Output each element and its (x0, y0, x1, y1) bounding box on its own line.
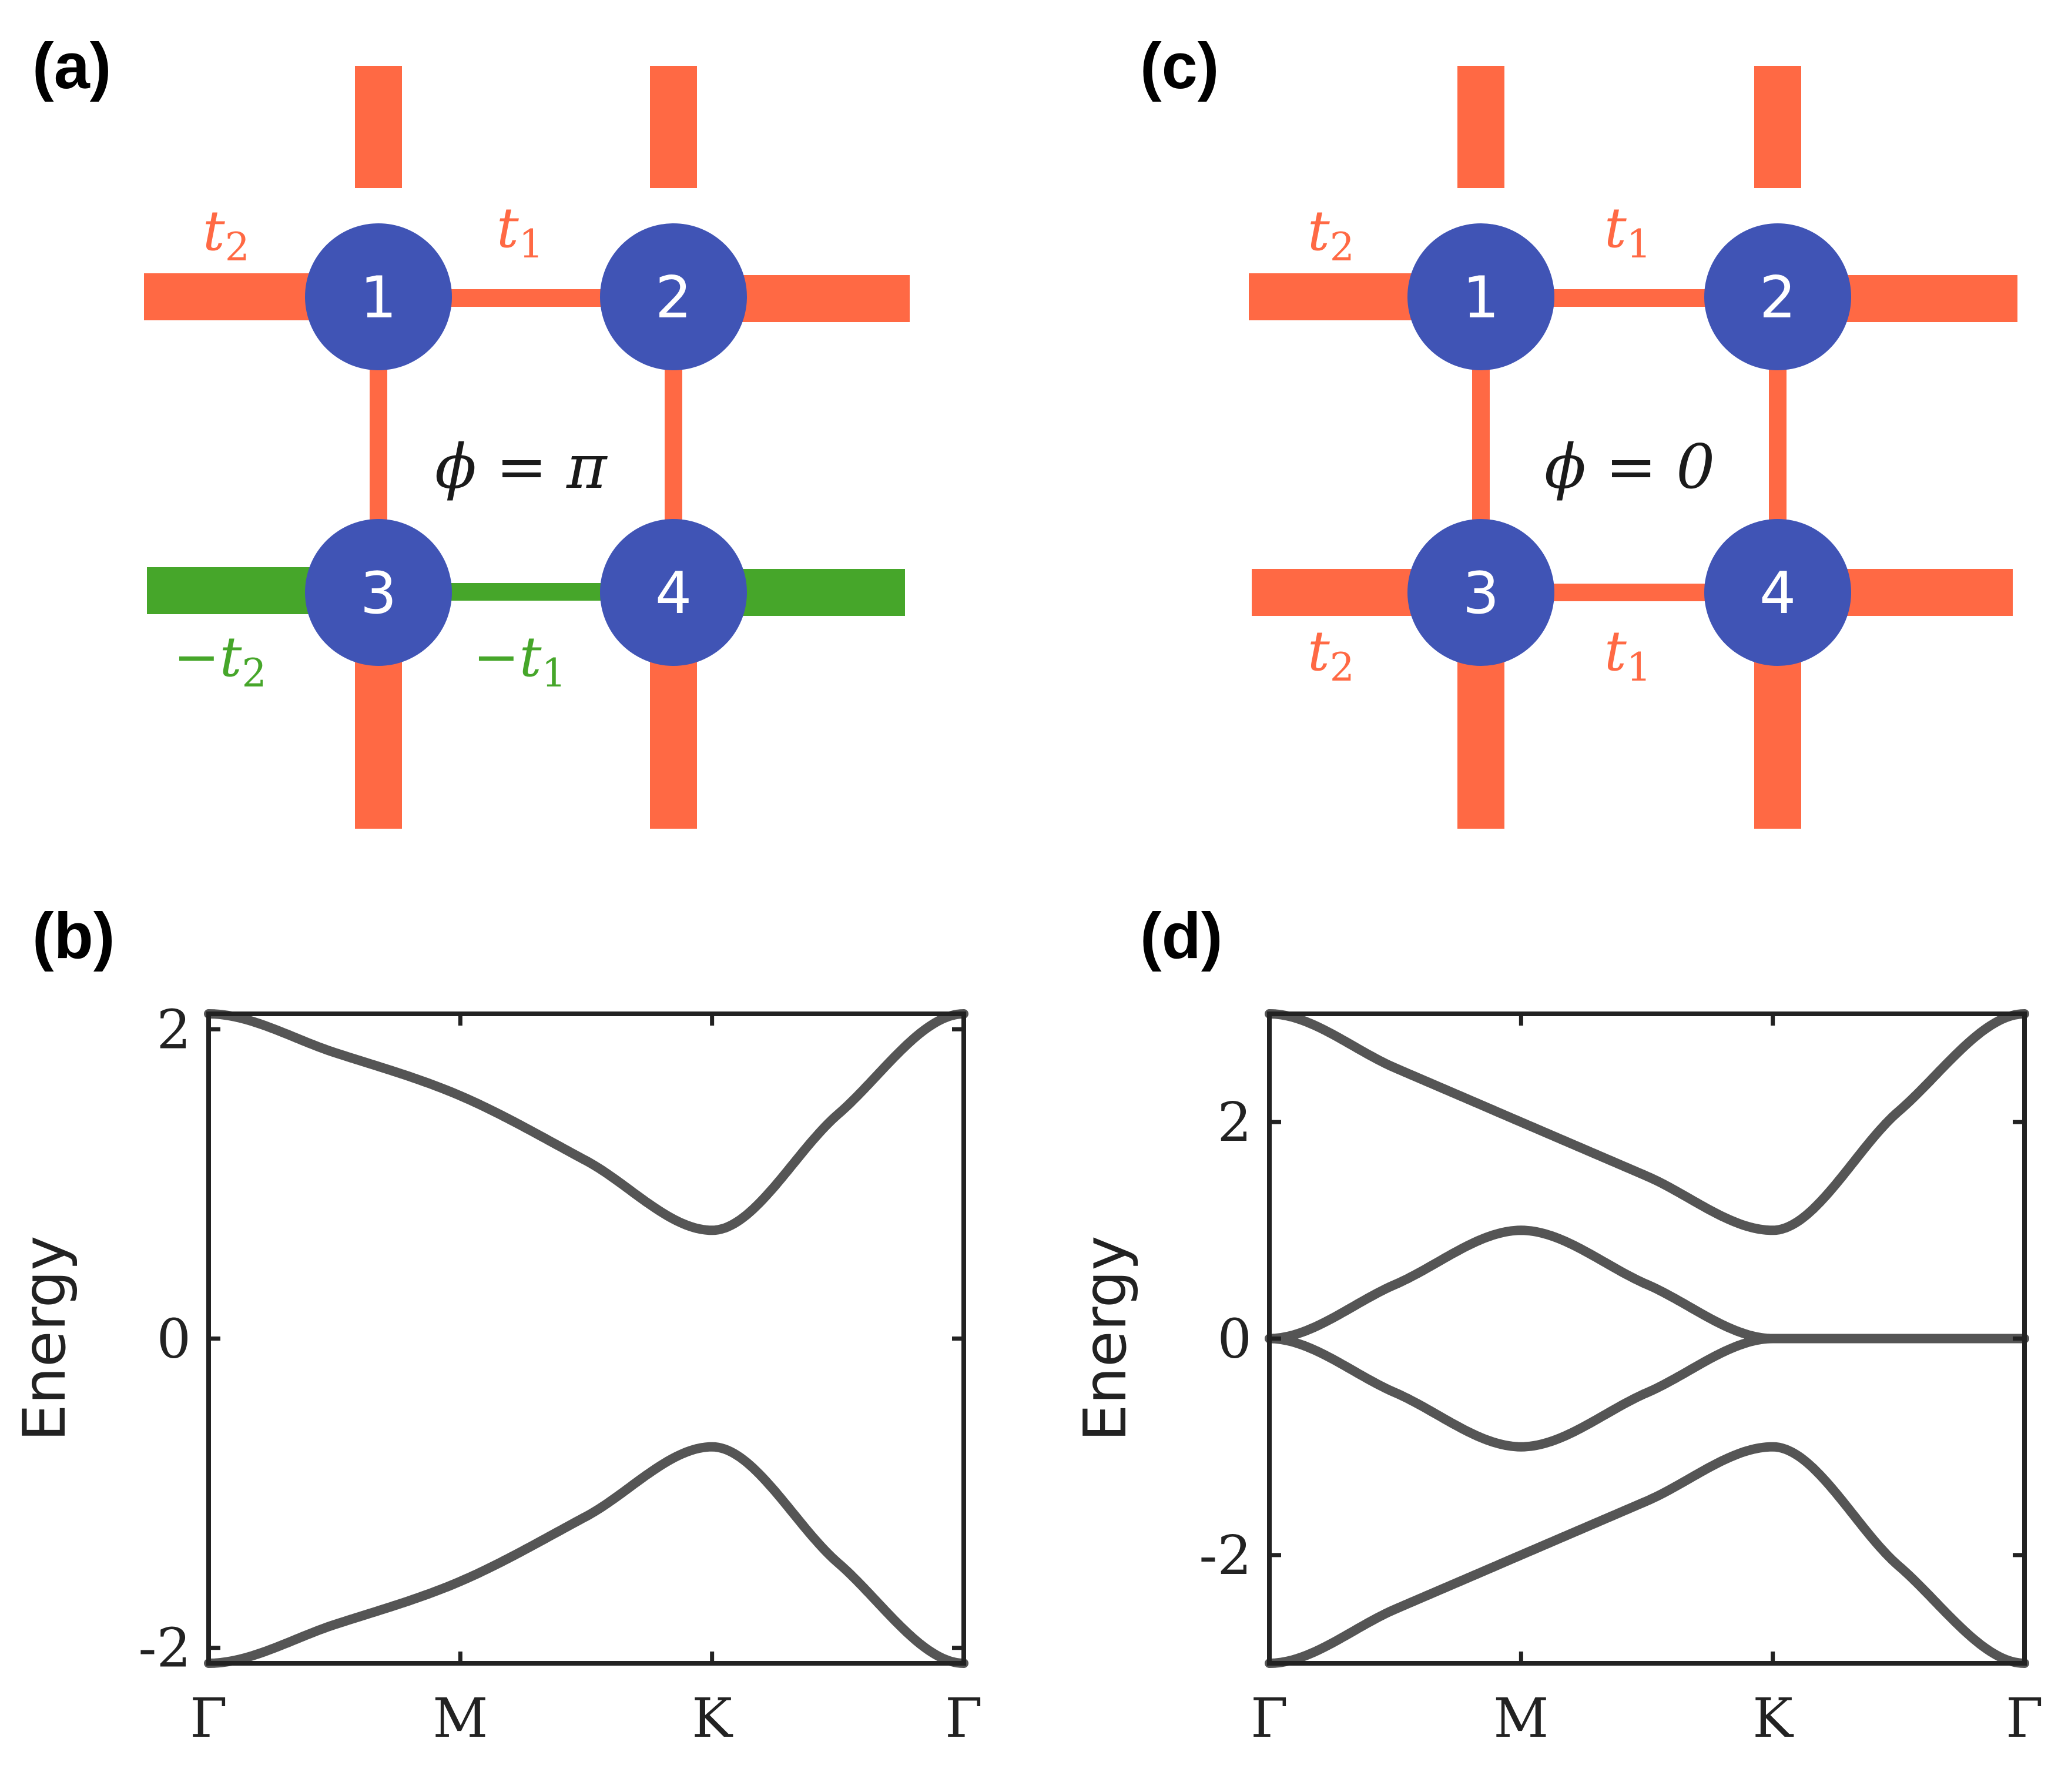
flux-label-c: ϕ = 0 (1544, 431, 1715, 503)
panel-label-d: (d) (1140, 900, 1222, 972)
band-plot-d: Γ M K Γ 2 0 -2 Energy (1071, 1009, 2043, 1750)
hop-label-c-bottom-mid: t1 (1604, 619, 1651, 690)
hop-label-a-top-left: t2 (203, 199, 250, 270)
band-b-1 (204, 1009, 968, 1235)
bond-a-v-bottom-4 (650, 636, 697, 829)
bond-c-v-bottom-4 (1754, 636, 1801, 829)
site-c-2 (1704, 223, 1851, 370)
y-axis-title-d: Energy (1071, 1235, 1139, 1441)
x-tick-label-d-3: Γ (2006, 1687, 2043, 1750)
bond-c-h-34 (1525, 584, 1719, 601)
band-d-4 (1265, 1442, 2029, 1668)
y-tick-label-b-2: -2 (138, 1617, 191, 1680)
y-tick-label-d-0: 2 (1217, 1091, 1252, 1154)
x-tick-label-d-1: M (1493, 1687, 1549, 1750)
band-d-2 (1265, 1225, 2029, 1344)
x-tick-label-b-2: K (692, 1687, 733, 1750)
site-a-1-label: 1 (360, 264, 397, 331)
bond-a-h-12 (423, 289, 611, 307)
bond-c-v-top-1 (1457, 66, 1504, 188)
band-d-1 (1265, 1009, 2029, 1235)
hop-label-c-top-left: t2 (1308, 199, 1355, 270)
y-tick-label-b-0: 2 (156, 998, 191, 1061)
bond-a-h-34 (423, 583, 611, 601)
band-d-3 (1265, 1334, 2029, 1452)
y-tick-label-d-2: -2 (1199, 1524, 1252, 1587)
site-a-4 (600, 519, 747, 666)
site-c-4 (1704, 519, 1851, 666)
bond-c-v-top-2 (1754, 66, 1801, 188)
site-c-1-label: 1 (1463, 264, 1499, 331)
x-tick-label-b-1: M (433, 1687, 488, 1750)
panel-c: (c) 1 2 3 4 ϕ = 0 t2 t1 t2 t1 (1140, 30, 2017, 829)
site-a-4-label: 4 (655, 560, 692, 627)
site-c-3 (1407, 519, 1554, 666)
site-a-3-label: 3 (360, 560, 397, 627)
x-tick-label-d-0: Γ (1251, 1687, 1288, 1750)
panel-label-a: (a) (32, 30, 111, 102)
hop-label-a-bottom-left: −t2 (173, 625, 267, 696)
site-c-1 (1407, 223, 1554, 370)
hop-label-a-top-mid: t1 (497, 196, 544, 267)
site-a-3 (305, 519, 452, 666)
panel-label-b: (b) (32, 900, 115, 972)
bond-a-v-top-1 (355, 66, 402, 188)
y-axis-title-b: Energy (10, 1235, 79, 1441)
site-c-3-label: 3 (1463, 560, 1499, 627)
axes-frame-b (206, 1011, 966, 1666)
panel-a: (a) 1 2 3 4 ϕ = π t2 t1 −t2 −t1 (32, 30, 910, 829)
site-a-2 (600, 223, 747, 370)
hop-label-a-bottom-mid: −t1 (473, 625, 567, 696)
x-tick-label-b-3: Γ (945, 1687, 983, 1750)
band-b-2 (204, 1442, 968, 1668)
bond-a-v-top-2 (650, 66, 697, 188)
bond-c-h-12 (1525, 289, 1719, 307)
site-a-1 (305, 223, 452, 370)
x-tick-label-d-2: K (1752, 1687, 1794, 1750)
site-c-4-label: 4 (1759, 560, 1796, 627)
flux-label-a: ϕ = π (435, 431, 608, 503)
site-a-2-label: 2 (655, 264, 692, 331)
y-tick-label-d-1: 0 (1217, 1308, 1252, 1371)
panel-label-c: (c) (1140, 30, 1219, 102)
y-tick-label-b-1: 0 (156, 1308, 191, 1371)
band-plot-b: Γ M K Γ 2 0 -2 Energy (10, 998, 983, 1750)
bond-c-v-bottom-3 (1457, 636, 1504, 829)
hop-label-c-bottom-left: t2 (1308, 619, 1355, 690)
site-c-2-label: 2 (1759, 264, 1796, 331)
bond-a-v-bottom-3 (355, 636, 402, 829)
hop-label-c-top-mid: t1 (1604, 196, 1651, 267)
x-tick-label-b-0: Γ (190, 1687, 227, 1750)
